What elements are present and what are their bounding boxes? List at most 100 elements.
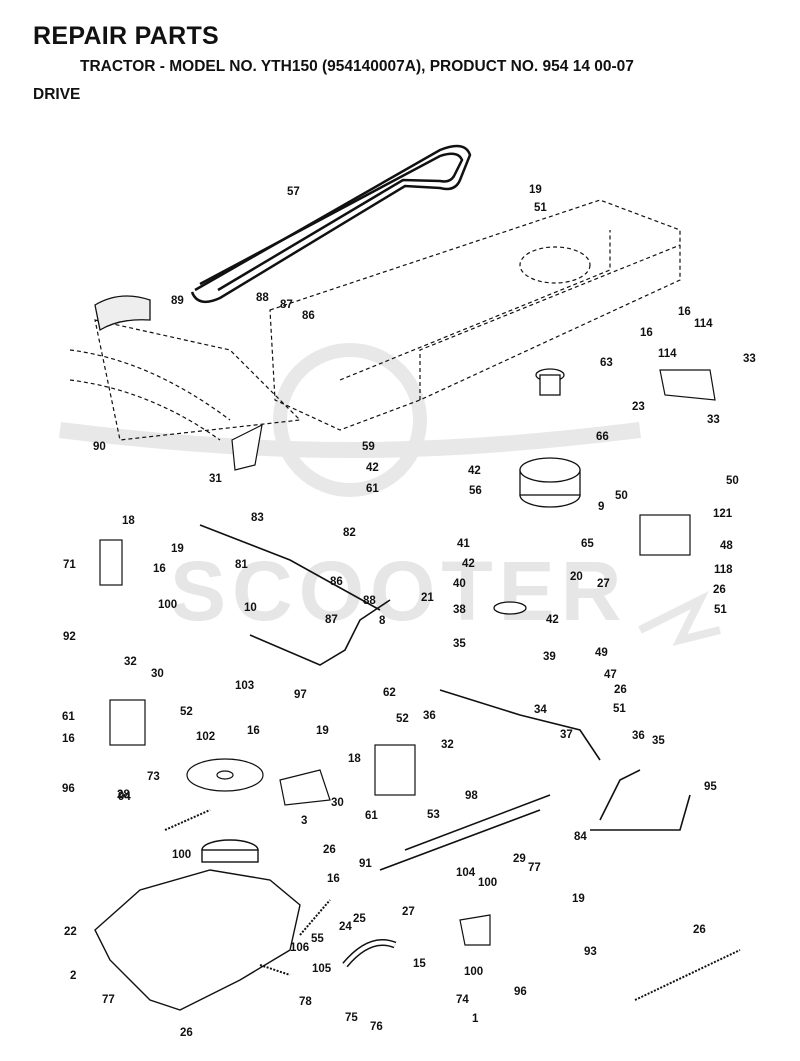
part-callout-53: 53: [427, 809, 440, 821]
part-callout-91: 91: [359, 858, 372, 870]
transaxle: [94, 839, 301, 1011]
part-callout-42: 42: [546, 614, 559, 626]
part-callout-27: 27: [402, 906, 415, 918]
part-callout-73: 73: [147, 771, 160, 783]
part-callout-89: 89: [171, 295, 184, 307]
cooling-fan: [186, 758, 264, 792]
part-callout-26: 26: [693, 924, 706, 936]
seat-shape: [94, 295, 151, 332]
part-callout-114: 114: [694, 318, 713, 330]
part-callout-87: 87: [280, 299, 293, 311]
part-callout-104: 104: [456, 867, 476, 879]
springs: [164, 809, 741, 1001]
part-callout-90: 90: [93, 441, 106, 453]
electric-clutch: [493, 368, 581, 615]
part-callout-41: 41: [457, 538, 470, 550]
part-callout-42: 42: [462, 558, 475, 570]
part-callout-23: 23: [632, 401, 645, 413]
part-callout-16: 16: [247, 725, 260, 737]
page-title: REPAIR PARTS: [33, 22, 220, 50]
part-callout-33: 33: [707, 414, 720, 426]
part-callout-56: 56: [469, 485, 482, 497]
part-callout-24: 24: [339, 921, 352, 933]
part-callout-97: 97: [294, 689, 307, 701]
part-callout-98: 98: [465, 790, 478, 802]
part-callout-95: 95: [704, 781, 717, 793]
brackets: [99, 369, 716, 946]
watermark-text: SCOOTER: [170, 544, 627, 638]
part-callout-26: 26: [713, 584, 726, 596]
part-callout-47: 47: [604, 669, 617, 681]
part-callout-2: 2: [70, 970, 76, 982]
part-callout-88: 88: [256, 292, 269, 304]
part-callout-102: 102: [196, 731, 215, 743]
part-callout-105: 105: [312, 963, 332, 975]
part-callout-74: 74: [456, 994, 469, 1006]
part-callout-51: 51: [613, 703, 626, 715]
part-callout-61: 61: [62, 711, 75, 723]
part-callout-27: 27: [597, 578, 610, 590]
part-callout-38: 38: [453, 604, 466, 616]
part-callout-42: 42: [366, 462, 379, 474]
part-callout-25: 25: [353, 913, 366, 925]
part-callout-121: 121: [713, 508, 733, 520]
part-callout-76: 76: [370, 1021, 383, 1033]
part-callout-55: 55: [311, 933, 324, 945]
part-callout-100: 100: [172, 849, 191, 861]
part-callout-18: 18: [348, 753, 361, 765]
section-label: DRIVE: [33, 86, 81, 103]
drive-belt: [190, 144, 472, 304]
part-callout-32: 32: [124, 656, 137, 668]
part-callout-100: 100: [478, 877, 497, 889]
part-callout-8: 8: [379, 615, 386, 627]
part-callout-77: 77: [102, 994, 115, 1006]
part-callout-86: 86: [302, 310, 315, 322]
part-callout-71: 71: [63, 559, 76, 571]
part-callout-9: 9: [598, 501, 604, 513]
part-callout-26: 26: [180, 1027, 193, 1039]
part-callout-3: 3: [301, 815, 307, 827]
part-callout-114: 114: [658, 348, 677, 360]
part-callout-118: 118: [714, 564, 733, 576]
part-callout-61: 61: [365, 810, 378, 822]
part-callout-35: 35: [652, 735, 665, 747]
part-callout-86: 86: [330, 576, 343, 588]
part-callout-100: 100: [464, 966, 483, 978]
part-callout-31: 31: [209, 473, 222, 485]
part-callout-83: 83: [251, 512, 264, 524]
part-callout-19: 19: [529, 184, 542, 196]
part-callout-30: 30: [331, 797, 344, 809]
part-callout-103: 103: [235, 680, 254, 692]
part-callout-88: 88: [363, 595, 376, 607]
part-callout-26: 26: [323, 844, 336, 856]
part-callout-16: 16: [62, 733, 75, 745]
part-callout-1: 1: [472, 1013, 479, 1025]
part-callout-52: 52: [180, 706, 193, 718]
part-callout-84: 84: [574, 831, 587, 843]
part-callout-100: 100: [158, 599, 177, 611]
part-callout-26: 26: [614, 684, 627, 696]
watermark: SCOOTER: [59, 343, 721, 646]
part-callout-32: 32: [441, 739, 454, 751]
part-callout-82: 82: [343, 527, 356, 539]
part-callout-49: 49: [595, 647, 608, 659]
part-callout-36: 36: [423, 710, 436, 722]
part-callout-50: 50: [615, 490, 628, 502]
part-callout-78: 78: [299, 996, 312, 1008]
part-callout-51: 51: [714, 604, 727, 616]
part-callout-59: 59: [362, 441, 375, 453]
shift-rods: [199, 524, 691, 871]
part-callout-15: 15: [413, 958, 426, 970]
part-callout-93: 93: [584, 946, 597, 958]
part-callout-22: 22: [64, 926, 77, 938]
part-callout-35: 35: [453, 638, 466, 650]
part-callout-16: 16: [153, 563, 166, 575]
part-callout-40: 40: [453, 578, 466, 590]
part-callout-106: 106: [290, 942, 309, 954]
part-callout-51: 51: [534, 202, 547, 214]
part-callout-16: 16: [327, 873, 340, 885]
part-callout-57: 57: [287, 186, 300, 198]
part-callout-42: 42: [468, 465, 481, 477]
part-callout-92: 92: [63, 631, 76, 643]
